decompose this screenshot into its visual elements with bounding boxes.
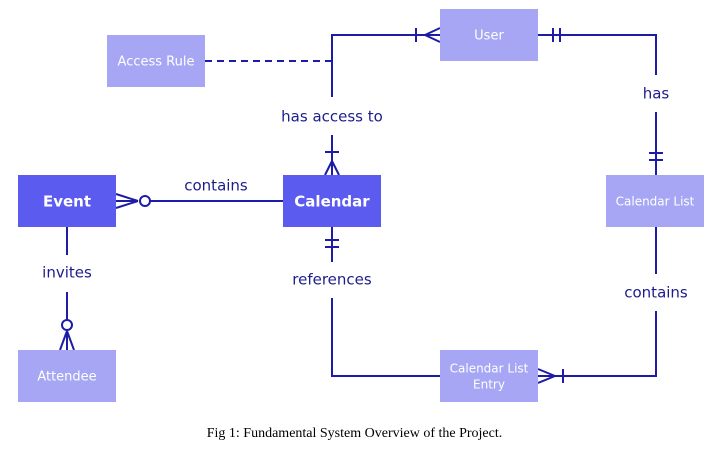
entity-calendar-list-entry[interactable]: Calendar List Entry bbox=[440, 350, 538, 402]
entity-access-rule-box bbox=[107, 35, 205, 87]
relationship-event-contains-label: contains bbox=[184, 177, 248, 195]
entity-attendee-box bbox=[18, 350, 116, 402]
one-or-many-marker-calendar bbox=[324, 151, 340, 176]
line-calendar-entry-lower bbox=[331, 298, 440, 377]
entity-calendar-label: Calendar bbox=[294, 193, 370, 211]
entity-user-label: User bbox=[474, 29, 504, 44]
line-list-entry-lower bbox=[538, 311, 657, 377]
entity-user[interactable]: User bbox=[440, 9, 538, 61]
relationship-has-label: has bbox=[643, 85, 670, 103]
zero-or-many-marker-event bbox=[115, 193, 151, 209]
entity-calendar-list-label: Calendar List bbox=[616, 195, 695, 209]
exactly-one-marker-calendar-list bbox=[649, 152, 663, 161]
line-user-calendar-list-upper bbox=[538, 34, 657, 75]
one-or-many-marker-entry bbox=[537, 368, 564, 384]
exactly-one-marker-user bbox=[552, 28, 561, 42]
connector-lines bbox=[66, 34, 657, 377]
entity-calendar-list-entry-box bbox=[440, 350, 538, 402]
relationship-list-contains-label: contains bbox=[624, 284, 688, 302]
entity-attendee[interactable]: Attendee bbox=[18, 350, 116, 402]
entity-calendar-box bbox=[283, 175, 381, 227]
relationship-has-access-to-label: has access to bbox=[281, 108, 383, 126]
entity-calendar[interactable]: Calendar bbox=[283, 175, 381, 227]
entity-calendar-list-box bbox=[606, 175, 704, 227]
exactly-one-marker-calendar-bottom bbox=[325, 239, 339, 248]
relationship-labels: has access to has contains invites refer… bbox=[42, 85, 688, 302]
entity-calendar-list-entry-label-line2: Entry bbox=[473, 378, 505, 392]
entity-event-label: Event bbox=[43, 193, 91, 211]
er-diagram: User Access Rule Event Calendar Calendar… bbox=[18, 9, 704, 402]
entity-user-box bbox=[440, 9, 538, 61]
entity-calendar-list[interactable]: Calendar List bbox=[606, 175, 704, 227]
entity-calendar-list-entry-label-line1: Calendar List bbox=[450, 362, 529, 376]
entity-event[interactable]: Event bbox=[18, 175, 116, 227]
figure-caption: Fig 1: Fundamental System Overview of th… bbox=[206, 426, 503, 441]
line-calendar-user-upper bbox=[331, 34, 440, 97]
entity-access-rule[interactable]: Access Rule bbox=[107, 35, 205, 87]
entity-attendee-label: Attendee bbox=[37, 370, 96, 385]
cardinality-markers bbox=[59, 27, 663, 384]
one-or-many-marker-user bbox=[415, 27, 441, 43]
zero-or-many-marker-attendee bbox=[59, 319, 75, 351]
relationship-references-label: references bbox=[292, 271, 372, 289]
entity-access-rule-label: Access Rule bbox=[118, 55, 195, 70]
entity-event-box bbox=[18, 175, 116, 227]
relationship-invites-label: invites bbox=[42, 264, 92, 282]
